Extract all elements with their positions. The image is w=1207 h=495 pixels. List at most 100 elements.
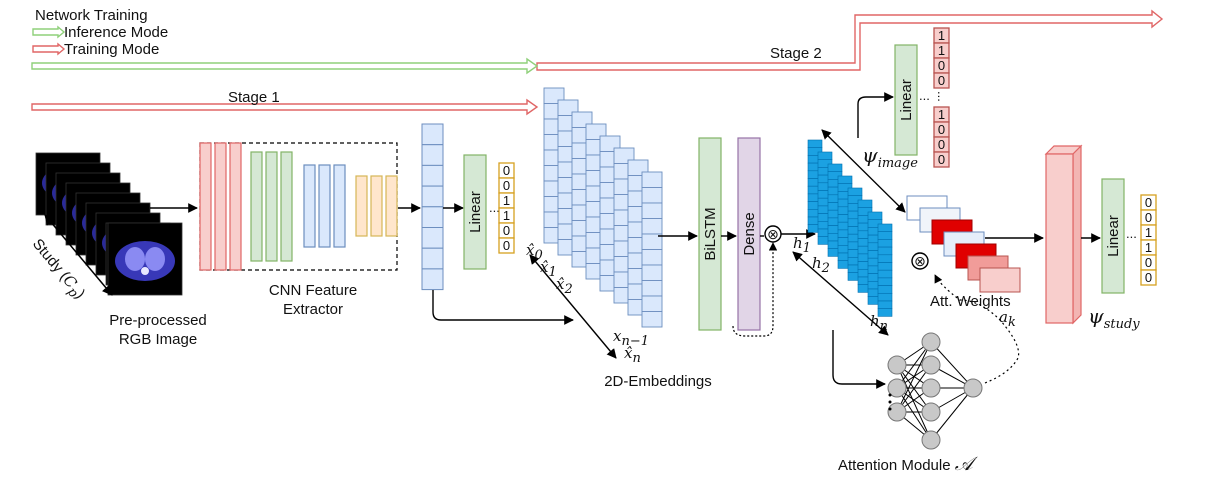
attention-weights-feedback-arrow: [732, 242, 778, 337]
cnn-red-layer-3: [229, 142, 242, 271]
cnn-blue-layer-2: [318, 164, 331, 248]
stage2-inference-arrow: [31, 57, 539, 75]
feature-vector-cell: [421, 268, 444, 291]
legend-title: Network Training: [35, 7, 148, 24]
mlp-edge: [896, 341, 932, 389]
cnn-label-line1: CNN Feature: [269, 282, 357, 299]
mlp-neuron: [963, 378, 983, 398]
cnn-blue-layer-1: [303, 164, 316, 248]
embedding-cell: [641, 218, 663, 235]
embedding-cell: [641, 171, 663, 188]
mlp-dot: [888, 393, 892, 397]
embedding-cell: [641, 264, 663, 281]
mlp-neuron: [921, 378, 941, 398]
stage2-label: Stage 2: [770, 45, 822, 62]
hidden-state-cell: [877, 308, 893, 317]
embedding-label-x0: x̂0: [526, 241, 543, 263]
cnn-yellow-layer-1: [355, 175, 368, 237]
image-linear-label: Linear: [898, 79, 915, 121]
image-vector-top-cell: [933, 72, 950, 89]
embedding-cell: [641, 249, 663, 266]
stage1-vector-cell-value: 1: [503, 193, 510, 208]
stage2-training-arrow: [536, 9, 1164, 71]
hidden-state-cell: [877, 300, 893, 309]
cnn-label-line2: Extractor: [283, 301, 343, 318]
mlp-dot: [888, 407, 892, 411]
mlp-edge: [896, 341, 932, 413]
embedding-label-x2: x̂2: [556, 275, 573, 297]
hidden-state-cell: [877, 269, 893, 279]
multiply-node-2: [911, 252, 929, 270]
image-vector-top-cell-value: 0: [938, 58, 945, 73]
legend: Network Training Inference Mode Training…: [32, 7, 168, 58]
feature-vector: [421, 123, 444, 291]
mlp-neuron: [921, 430, 941, 450]
image-vector-bottom-cell-value: 0: [938, 122, 945, 137]
embedding-cell: [641, 202, 663, 219]
cnn-feature-extractor: [199, 142, 398, 271]
mlp-edge: [896, 364, 932, 441]
stage1-vector-cell-value: 0: [503, 223, 510, 238]
legend-inference-label: Inference Mode: [64, 24, 168, 41]
hidden-label-h2: h2: [812, 254, 830, 276]
study-vector-cell-value: 0: [1145, 270, 1152, 285]
stage1-vector-cell-value: 1: [503, 208, 510, 223]
image-vector-bottom-cell-value: 0: [938, 137, 945, 152]
embeddings-sequence-arrow: [529, 254, 617, 359]
hidden-state-cell: [877, 246, 893, 256]
stage1-vector-cell-value: 0: [503, 178, 510, 193]
legend-training-label: Training Mode: [64, 41, 159, 58]
hidden-state-cell: [807, 139, 823, 148]
stage1-linear-label: Linear: [467, 191, 484, 233]
mlp-neuron: [921, 402, 941, 422]
hidden-sequence-arrow: [792, 251, 889, 336]
psi-image-label: ψimage: [862, 143, 918, 171]
hidden-state-cell: [877, 231, 893, 240]
mlp-edge: [930, 387, 974, 441]
dense-label: Dense: [741, 212, 758, 255]
image-ellipsis: ...: [919, 88, 930, 103]
att-weights-symbol: ak: [999, 308, 1016, 330]
hidden-state-cell: [877, 292, 893, 302]
feature-vector-cell: [421, 185, 444, 208]
image-vector-bottom-cell-value: 1: [938, 107, 945, 122]
study-linear-label: Linear: [1105, 215, 1122, 257]
arrow-hidden-to-image-linear: [857, 92, 894, 138]
multiply-symbol-1: ⊗: [767, 226, 779, 242]
cnn-green-layer-2: [265, 151, 278, 262]
hidden-state-cell: [847, 187, 863, 196]
preprocessed-label-line1: Pre-processed: [109, 312, 207, 329]
cnn-red-layer-1: [199, 142, 212, 271]
ct-left-lung: [125, 247, 145, 271]
cnn-green-layer-3: [280, 151, 293, 262]
attention-to-weights-dotted-arrow: [934, 274, 1020, 384]
study-vector-cell-value: 0: [1145, 210, 1152, 225]
image-vector-top-cell-value: 0: [938, 73, 945, 88]
attention-module-network: [887, 332, 983, 450]
attention-weights-stack: [906, 195, 1021, 293]
bilstm-label: BiLSTM: [702, 207, 719, 260]
mlp-neuron: [887, 378, 907, 398]
cnn-red-layer-2: [214, 142, 227, 271]
arrow-feature-to-embeddings: [432, 290, 574, 325]
cnn-yellow-layer-2: [370, 175, 383, 237]
feature-vector-cell: [421, 144, 444, 166]
feature-vector-cell: [421, 247, 444, 270]
mlp-edge: [896, 364, 932, 413]
embedding-label-x1: x̂1: [540, 258, 557, 280]
stage1-vector-cell-value: 0: [503, 238, 510, 253]
cnn-blue-layer-3: [333, 164, 346, 248]
stage1-vector-cell: [498, 237, 515, 254]
stage1-training-arrow: [31, 98, 539, 116]
attention-weight-map: [979, 267, 1021, 293]
multiply-symbol-2: ⊗: [914, 253, 926, 269]
feature-vector-cell: [421, 206, 444, 229]
hidden-state-cell: [827, 163, 843, 172]
study-vector-cell: [1140, 269, 1157, 286]
image-vector-top-cell-value: 1: [938, 43, 945, 58]
mlp-neuron: [887, 402, 907, 422]
